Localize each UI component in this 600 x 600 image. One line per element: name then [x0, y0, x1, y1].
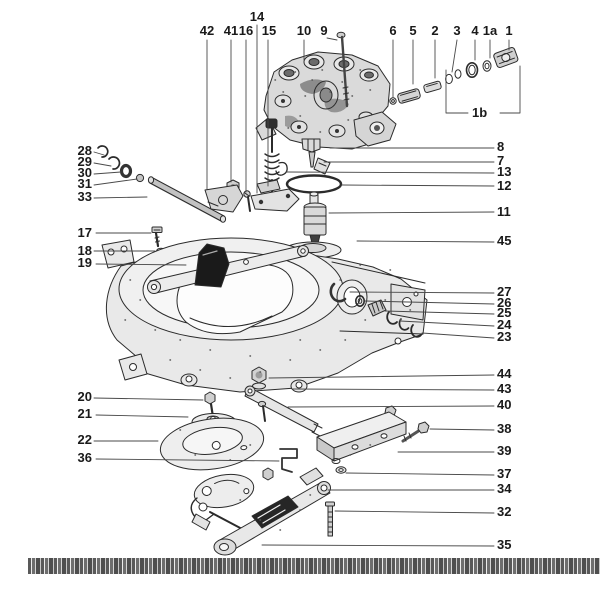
callout-4: 4	[471, 23, 479, 38]
callout-18: 18	[77, 243, 92, 258]
nut-44	[251, 366, 267, 390]
circlip-29	[108, 156, 121, 170]
oring-30	[119, 163, 133, 179]
callout-43: 43	[497, 381, 512, 396]
gasket-ring-12	[285, 174, 343, 194]
callout-7: 7	[497, 153, 505, 168]
callout-11: 11	[497, 204, 511, 219]
needle-valve-8	[301, 138, 321, 168]
callout-23: 23	[497, 329, 512, 344]
callout-38: 38	[497, 421, 512, 436]
callout-3: 3	[453, 23, 461, 38]
callout-6: 6	[389, 23, 397, 38]
spacer-block-39	[316, 411, 407, 462]
screw-16	[243, 190, 251, 212]
callout-13: 13	[497, 164, 512, 179]
nut-small	[262, 467, 274, 481]
ball-31	[135, 173, 145, 183]
callout-44: 44	[497, 366, 512, 381]
callout-31: 31	[77, 176, 92, 191]
screw-40	[257, 400, 267, 422]
callout-41: 41	[223, 23, 239, 38]
callout-1b: 1b	[472, 105, 488, 120]
callout-22: 22	[77, 432, 92, 447]
callout-20: 20	[77, 389, 92, 404]
rubber-block-19	[194, 243, 230, 288]
leader-lines	[93, 24, 521, 547]
diaphragm-22	[159, 417, 265, 471]
cam-disc-34	[193, 473, 255, 509]
callout-19: 19	[77, 255, 92, 270]
callout-8: 8	[497, 139, 505, 154]
scan-noise-band	[28, 558, 600, 574]
lever-43	[244, 385, 323, 437]
callout-5: 5	[409, 23, 417, 38]
callout-32: 32	[497, 504, 512, 519]
callout-1a: 1a	[482, 23, 498, 38]
plunger-11	[303, 191, 327, 248]
wire-link-36	[279, 448, 298, 473]
needle-7	[313, 157, 331, 175]
callout-17: 17	[77, 225, 92, 240]
callout-24: 24	[497, 317, 512, 332]
pump-plunger-14	[250, 118, 300, 212]
callout-36: 36	[77, 450, 92, 465]
callout-16: 16	[238, 23, 254, 38]
callout-27: 27	[497, 284, 512, 299]
callout-40: 40	[497, 397, 512, 412]
callout-37: 37	[497, 466, 512, 481]
callout-21: 21	[77, 406, 92, 421]
callout-12: 12	[497, 178, 512, 193]
callout-10: 10	[296, 23, 312, 38]
circlip-28	[97, 145, 109, 158]
callout-33: 33	[77, 189, 92, 204]
fuel-inlet-parts	[389, 47, 519, 105]
stipple-texture	[124, 69, 412, 531]
callout-28: 28	[77, 143, 92, 158]
clamp-42	[204, 184, 244, 213]
callout-26: 26	[497, 295, 512, 310]
callout-45: 45	[497, 233, 512, 248]
pump-lever-35	[190, 467, 331, 556]
main-body	[101, 237, 428, 393]
callout-30: 30	[77, 165, 92, 180]
callout-14: 14	[249, 9, 265, 24]
inlet-fitting-1	[493, 47, 519, 68]
cover-screw-9	[336, 31, 350, 108]
callout-9: 9	[320, 23, 328, 38]
callout-39: 39	[497, 443, 512, 458]
callout-2: 2	[431, 23, 439, 38]
callout-15: 15	[261, 23, 277, 38]
pump-rod-33	[147, 176, 227, 223]
callout-29: 29	[77, 154, 92, 169]
carburetor-cover	[255, 51, 397, 150]
callout-25: 25	[497, 305, 512, 320]
bushing-37	[331, 458, 347, 474]
callout-34: 34	[497, 481, 512, 496]
screw-17	[151, 226, 163, 248]
bolt-32	[325, 501, 335, 537]
callout-35: 35	[497, 537, 512, 552]
callout-1: 1	[505, 23, 513, 38]
callout-42: 42	[199, 23, 215, 38]
